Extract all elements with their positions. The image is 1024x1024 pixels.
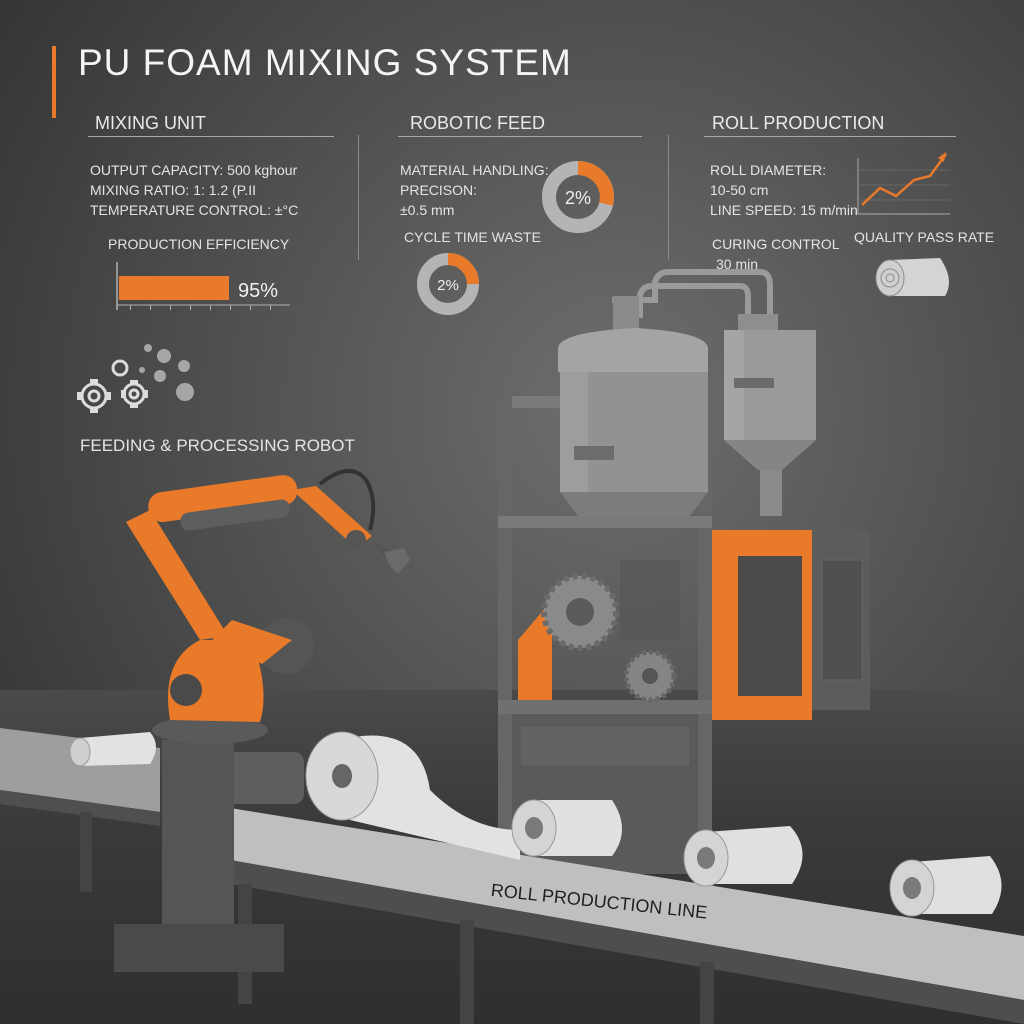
precision-label: PRECISON: xyxy=(400,182,478,198)
roll-diameter-label: ROLL DIAMETER: xyxy=(710,162,827,178)
efficiency-value: 95% xyxy=(238,280,278,302)
hopper-tank xyxy=(724,314,816,516)
robotic-feed-title: ROBOTIC FEED xyxy=(410,113,546,133)
foam-roll-icon xyxy=(875,258,949,297)
robotic-feed-rule xyxy=(398,136,642,137)
roll-production-rule xyxy=(704,136,956,137)
section-divider xyxy=(668,135,669,260)
foam-rolls xyxy=(69,731,1002,917)
mixing-unit-title: MIXING UNIT xyxy=(95,113,206,133)
roll-production-title: ROLL PRODUCTION xyxy=(712,113,885,133)
mixing-tank xyxy=(558,296,708,516)
cycle-time-waste-label: CYCLE TIME WASTE xyxy=(404,229,541,245)
robot-arm xyxy=(114,469,410,972)
material-handling-donut: 2% xyxy=(542,161,614,233)
mixing-unit-rule xyxy=(88,136,334,137)
quality-pass-rate-label: QUALITY PASS RATE xyxy=(854,229,995,245)
roll-diameter-value: 10-50 cm xyxy=(710,182,769,198)
donut1-value: 2% xyxy=(565,188,591,208)
curing-control-label: CURING CONTROL xyxy=(712,236,840,252)
title-accent-bar xyxy=(52,46,56,118)
efficiency-ticks xyxy=(130,305,271,310)
page-title: PU FOAM MIXING SYSTEM xyxy=(78,42,572,83)
material-handling-label: MATERIAL HANDLING: xyxy=(400,162,549,178)
cycle-time-waste-donut: 2% xyxy=(417,253,479,315)
output-capacity-text: OUTPUT CAPACITY: 500 kghour xyxy=(90,162,298,178)
efficiency-bar-fill xyxy=(119,276,229,300)
control-cabinet xyxy=(518,530,870,720)
production-efficiency-label: PRODUCTION EFFICIENCY xyxy=(108,236,290,252)
robot-label: FEEDING & PROCESSING ROBOT xyxy=(80,436,355,455)
conveyor xyxy=(0,728,1024,1024)
mixing-ratio-text: MIXING RATIO: 1: 1.2 (P.II xyxy=(90,182,256,198)
supply-pipes xyxy=(612,269,773,320)
donut2-value: 2% xyxy=(437,277,459,294)
temperature-control-text: TEMPERATURE CONTROL: ±°C xyxy=(90,202,299,218)
gear-train xyxy=(541,560,680,703)
curing-control-value: 30 min xyxy=(716,256,759,272)
section-divider xyxy=(358,135,359,260)
line-speed-text: LINE SPEED: 15 m/min xyxy=(710,202,858,218)
precision-value: ±0.5 mm xyxy=(400,202,455,218)
